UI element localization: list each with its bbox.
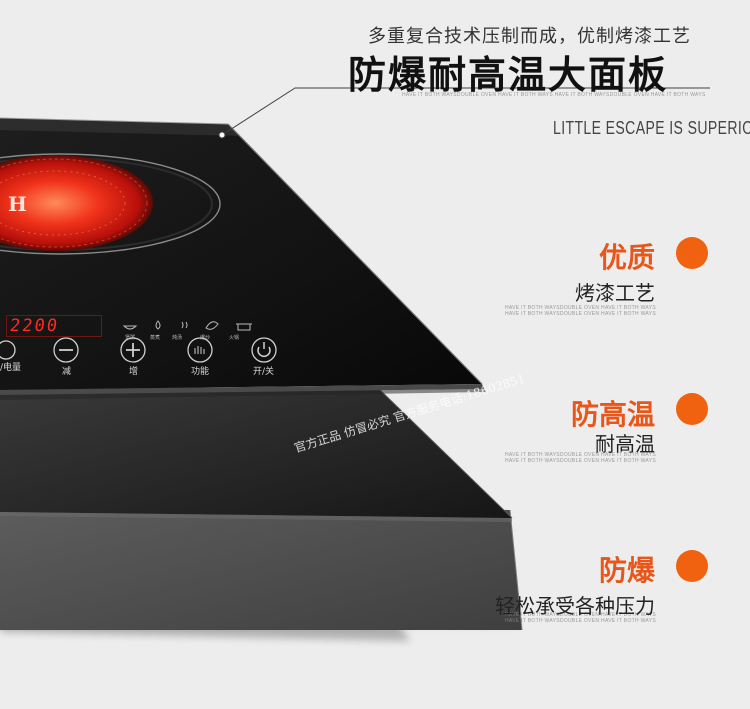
burner-ring bbox=[0, 153, 221, 255]
control-buttons bbox=[0, 337, 277, 363]
header-tagline: LITTLE ESCAPE IS SUPERIOR bbox=[553, 118, 750, 138]
led-display: 2200 bbox=[8, 316, 61, 336]
pot-icon bbox=[236, 323, 252, 331]
heating-zone bbox=[0, 155, 153, 251]
orange-dot-3 bbox=[676, 550, 708, 582]
brand-letter: H bbox=[8, 192, 27, 216]
fineprint-3: HAVE IT BOTH WAYSDOUBLE OVEN HAVE IT BOT… bbox=[505, 612, 656, 624]
fineprint-header: HAVE IT BOTH WAYSDOUBLE OVEN HAVE IT BOT… bbox=[402, 92, 706, 98]
bottom-layer bbox=[0, 500, 522, 630]
header-headline: 防爆耐高温大面板 bbox=[348, 53, 669, 97]
steam-icon bbox=[181, 321, 188, 329]
button-label-plus: 增 bbox=[129, 367, 139, 377]
plus-button bbox=[120, 337, 146, 363]
svg-text:蒸煮: 蒸煮 bbox=[150, 334, 160, 341]
header-subtitle: 多重复合技术压制而成，优制烤漆工艺 bbox=[368, 26, 691, 47]
button-label-minus: 减 bbox=[62, 367, 72, 377]
function-button bbox=[187, 337, 213, 363]
led-frame bbox=[6, 315, 102, 337]
callout-line bbox=[221, 87, 710, 136]
feature-title-1: 优质 bbox=[598, 241, 655, 274]
leaf-icon bbox=[205, 321, 219, 330]
fineprint-2: HAVE IT BOTH WAYSDOUBLE OVEN HAVE IT BOT… bbox=[505, 452, 656, 464]
svg-text:爆炒: 爆炒 bbox=[200, 334, 210, 341]
feature-title-2: 防高温 bbox=[570, 398, 655, 431]
orange-dot-1 bbox=[676, 237, 708, 269]
middle-layer bbox=[0, 385, 512, 518]
bowl-icon bbox=[122, 325, 138, 330]
drop-icon bbox=[155, 320, 161, 330]
feature-desc-1: 烤漆工艺 bbox=[575, 281, 655, 305]
orange-dot-2 bbox=[676, 393, 708, 425]
feature-desc-3: 轻松承受各种压力 bbox=[495, 594, 655, 618]
button-label-level: /电量 bbox=[0, 363, 22, 373]
feature-title-3: 防爆 bbox=[598, 554, 655, 587]
svg-text:炖汤: 炖汤 bbox=[172, 334, 182, 341]
power-button bbox=[251, 337, 277, 363]
minus-button bbox=[53, 337, 79, 363]
svg-text:煲粥: 煲粥 bbox=[125, 334, 135, 341]
svg-text:火锅: 火锅 bbox=[229, 334, 239, 341]
fineprint-1: HAVE IT BOTH WAYSDOUBLE OVEN HAVE IT BOT… bbox=[505, 305, 656, 317]
mode-icons bbox=[122, 320, 252, 331]
button-label-function: 功能 bbox=[191, 367, 210, 377]
feature-desc-2: 耐高温 bbox=[595, 432, 655, 456]
button-label-power: 开/关 bbox=[253, 367, 275, 377]
